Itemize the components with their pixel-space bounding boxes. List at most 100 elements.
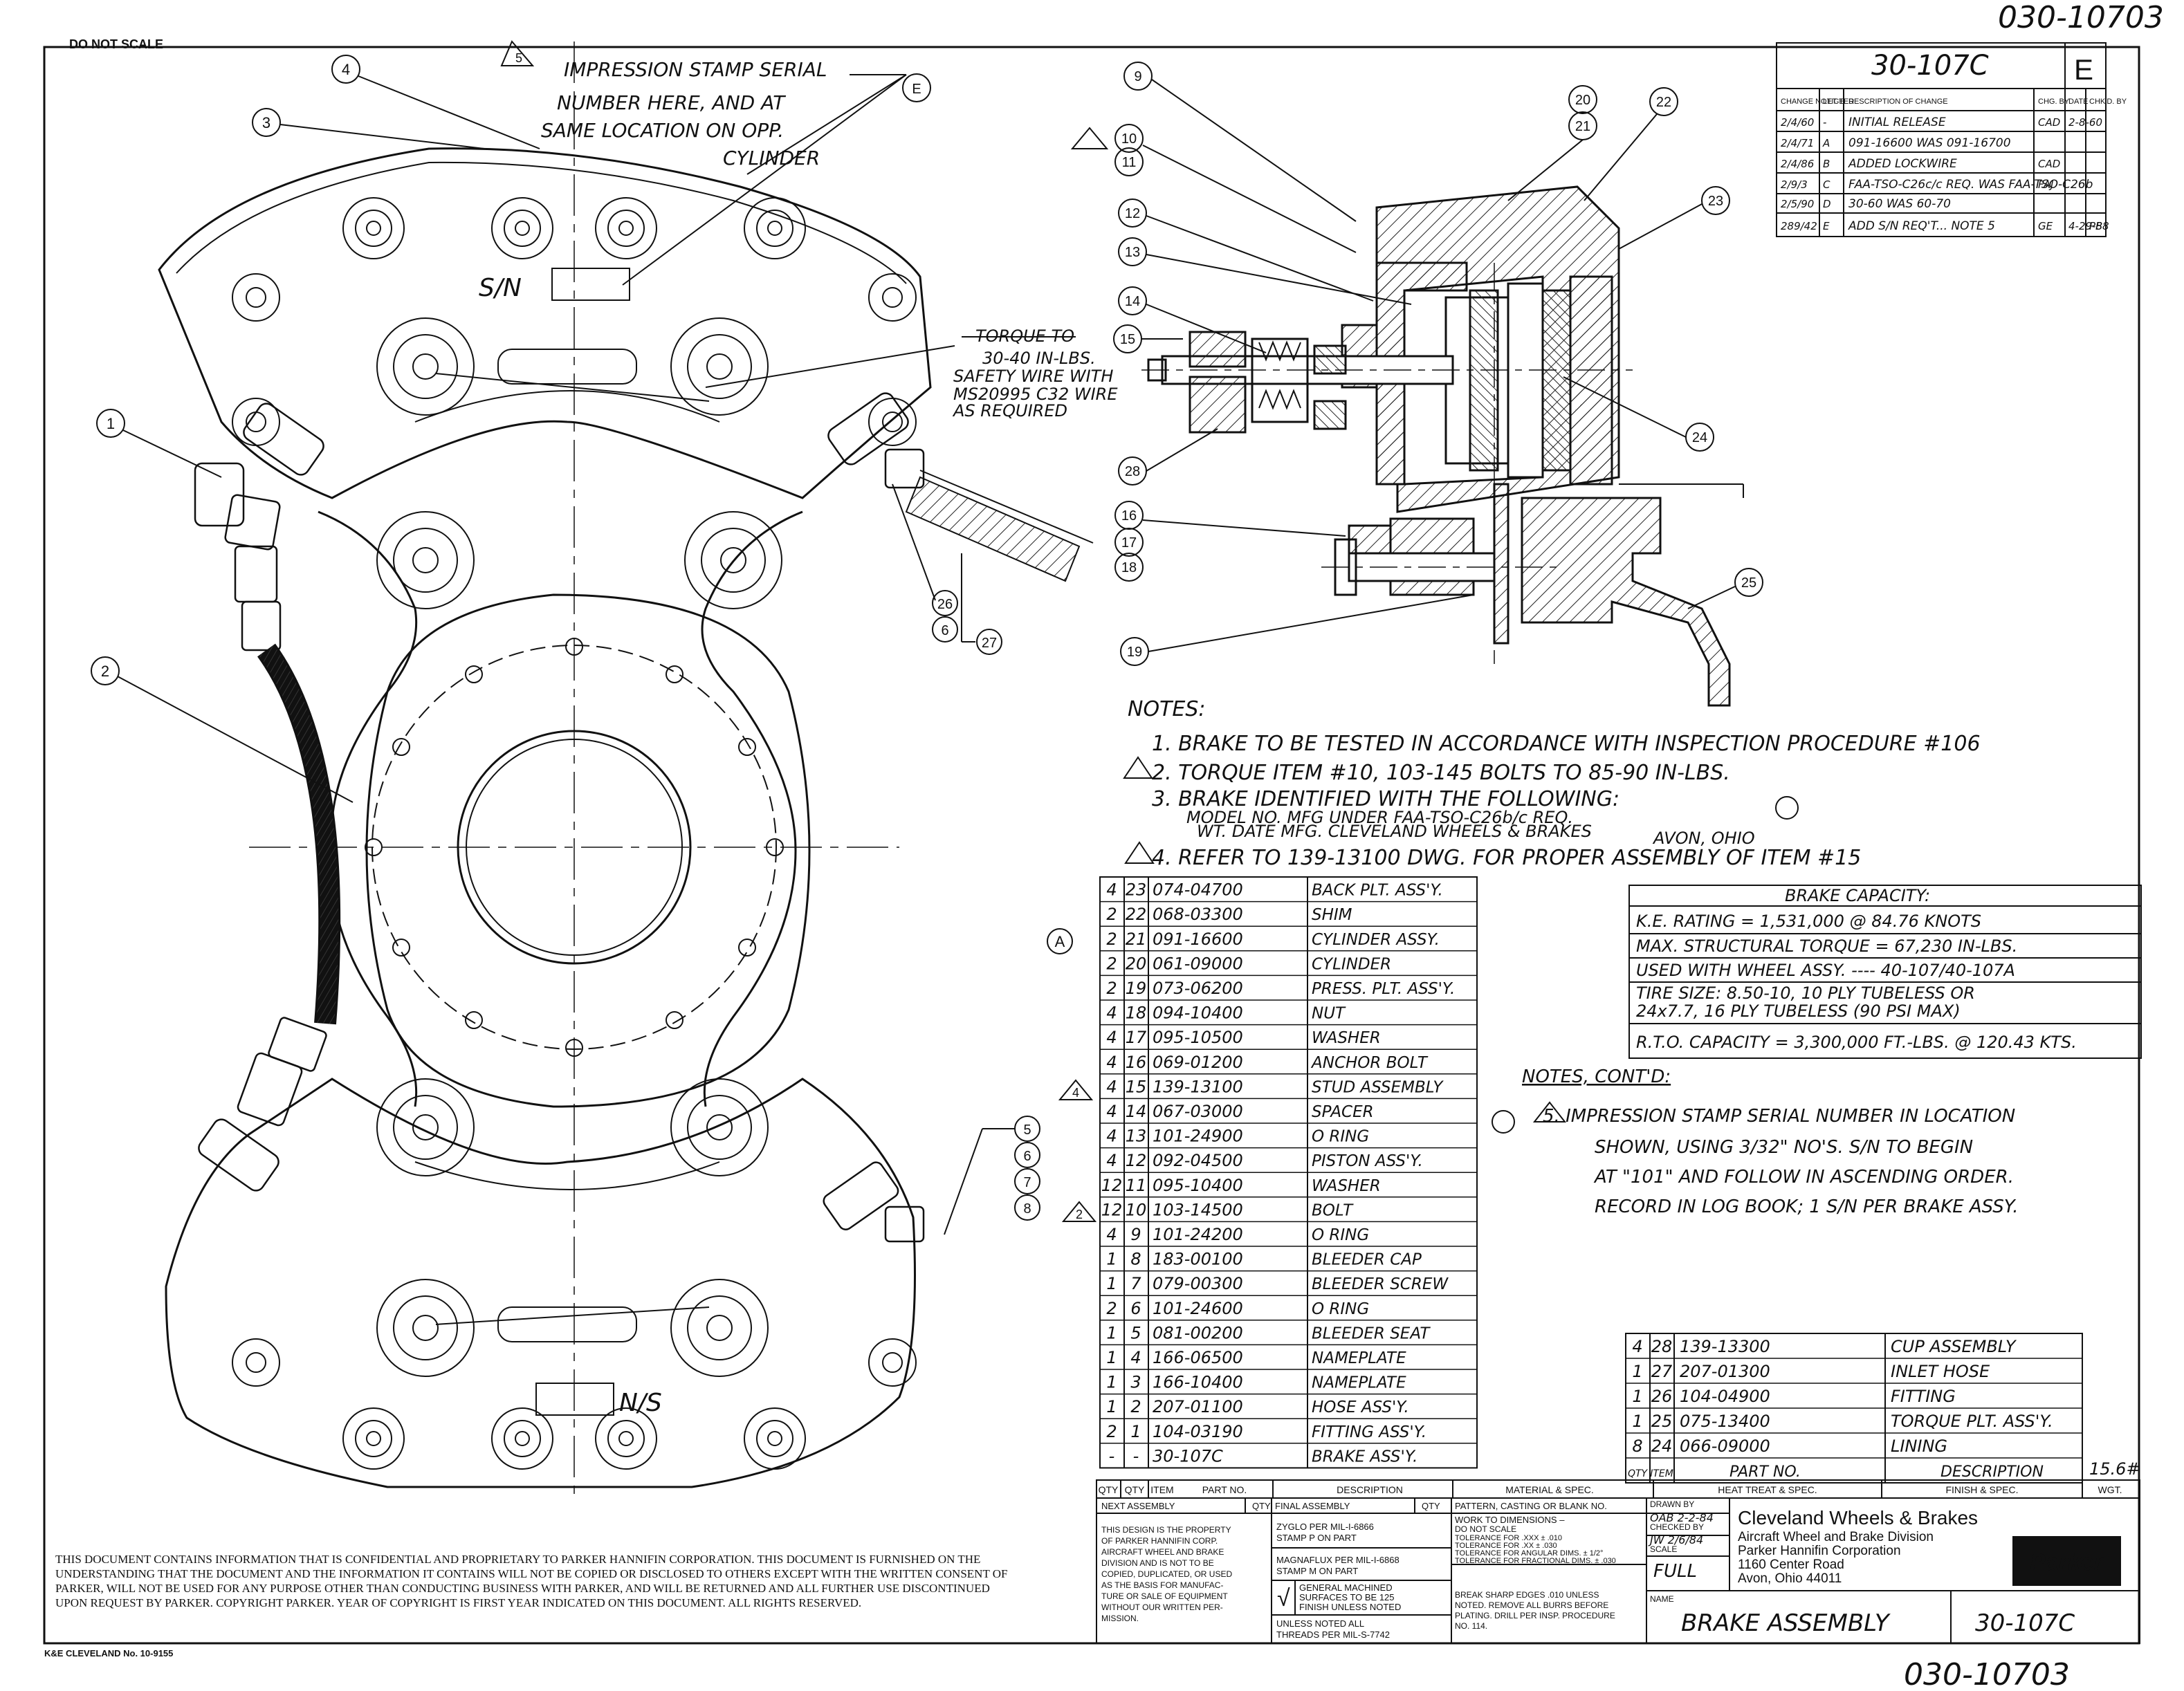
company-info: Cleveland Wheels & Brakes Aircraft Wheel… <box>1738 1507 2104 1586</box>
svg-text:11: 11 <box>1122 155 1137 170</box>
change-row-5-col-5: PB <box>2089 220 2102 232</box>
bom-row-21-col-3: HOSE ASS'Y. <box>1312 1398 1409 1416</box>
change-row-5-col-1: E <box>1823 220 1830 232</box>
svg-text:TOLERANCE FOR ANGULAR DIMS. ±: TOLERANCE FOR ANGULAR DIMS. ± 1/2° <box>1455 1549 1603 1558</box>
bom-row-2-col-0: 2 <box>1106 930 1117 949</box>
bom2-header-2: PART NO. <box>1729 1463 1801 1481</box>
note-5-triangle-icon <box>500 40 535 66</box>
svg-text:16: 16 <box>1121 508 1137 524</box>
do-not-scale-label: DO NOT SCALE <box>69 37 163 51</box>
svg-text:3: 3 <box>262 114 270 131</box>
change-row-4-col-1: D <box>1823 198 1831 210</box>
svg-text:NO. 114.: NO. 114. <box>1455 1621 1487 1631</box>
svg-text:1160 Center Road: 1160 Center Road <box>1738 1558 1844 1572</box>
svg-text:ITEM: ITEM <box>1150 1484 1173 1495</box>
svg-text:MAGNAFLUX PER MIL-I-6868: MAGNAFLUX PER MIL-I-6868 <box>1276 1555 1400 1565</box>
change-row-0-col-1: - <box>1823 116 1826 129</box>
weight-value: 15.6# <box>2089 1459 2140 1479</box>
bom2-row-0-col-2: 139-13300 <box>1680 1337 1770 1356</box>
bom-row-11-col-1: 12 <box>1126 1151 1147 1170</box>
svg-text:AIRCRAFT WHEEL AND BRAKE: AIRCRAFT WHEEL AND BRAKE <box>1101 1547 1224 1557</box>
bom-row-11-col-0: 4 <box>1106 1151 1117 1170</box>
note-3: 3. BRAKE IDENTIFIED WITH THE FOLLOWING: <box>1152 787 1619 811</box>
bom-row-8-col-3: STUD ASSEMBLY <box>1312 1078 1444 1096</box>
change-row-1-col-2: 091-16600 WAS 091-16700 <box>1848 136 2011 150</box>
change-row-1-col-1: A <box>1822 137 1830 149</box>
svg-text:DESCRIPTION: DESCRIPTION <box>1337 1484 1403 1495</box>
svg-text:8: 8 <box>1023 1201 1031 1217</box>
svg-text:27: 27 <box>982 636 997 651</box>
bom-row-15-col-2: 183-00100 <box>1153 1250 1243 1269</box>
change-header-4: DATE <box>2068 98 2089 106</box>
note-3-line-3: WT. DATE MFG. CLEVELAND WHEELS & BRAKES <box>1197 822 1592 841</box>
title-block <box>1096 1497 2140 1644</box>
svg-text:BRAKE CAPACITY:: BRAKE CAPACITY: <box>1785 886 1930 905</box>
bom-row-14-col-3: O RING <box>1312 1226 1369 1244</box>
bom-row-9-col-0: 4 <box>1106 1102 1117 1121</box>
bom-row-4-col-1: 19 <box>1126 979 1147 998</box>
svg-text:STAMP P ON PART: STAMP P ON PART <box>1276 1533 1357 1543</box>
bom-row-markers <box>1047 928 1097 1222</box>
bom-row-5-col-0: 4 <box>1106 1004 1117 1023</box>
bom-row-19-col-0: 1 <box>1106 1348 1117 1367</box>
change-row-2-col-1: B <box>1823 158 1830 170</box>
svg-text:MATERIAL & SPEC.: MATERIAL & SPEC. <box>1505 1484 1594 1495</box>
bom-row-1-col-2: 068-03300 <box>1153 905 1243 924</box>
svg-text:OAB 2-2-84: OAB 2-2-84 <box>1650 1511 1714 1524</box>
bom-row-6-col-0: 4 <box>1106 1028 1117 1047</box>
change-row-0-col-2: INITIAL RELEASE <box>1848 115 1946 129</box>
bom-row-13-col-3: BOLT <box>1312 1201 1354 1219</box>
svg-text:MISSION.: MISSION. <box>1101 1614 1139 1623</box>
bom-row-23-col-3: BRAKE ASS'Y. <box>1312 1448 1417 1466</box>
drawing-border <box>43 46 2140 1645</box>
svg-text:2: 2 <box>101 663 109 680</box>
svg-text:R.T.O. CAPACITY = 3,300,000 FT: R.T.O. CAPACITY = 3,300,000 FT.-LBS. @ 1… <box>1636 1033 2077 1052</box>
bom-row-6-col-1: 17 <box>1126 1028 1147 1047</box>
bom2-row-0-col-0: 4 <box>1632 1337 1642 1356</box>
bom-footer-labels: QTY QTY ITEM PART NO. DESCRIPTION MATERI… <box>1099 1484 2122 1495</box>
bom2-header-1: ITEM <box>1650 1468 1673 1479</box>
svg-text:QTY: QTY <box>1252 1501 1271 1511</box>
bom2-row-2-col-2: 104-04900 <box>1680 1387 1770 1406</box>
bom-row-0-col-2: 074-04700 <box>1153 880 1243 900</box>
torque-callout-line-3: SAFETY WIRE WITH <box>953 367 1113 386</box>
svg-text:FINISH UNLESS NOTED: FINISH UNLESS NOTED <box>1299 1602 1401 1612</box>
svg-text:NAME: NAME <box>1650 1594 1674 1604</box>
bom-row-6-col-2: 095-10500 <box>1153 1028 1243 1047</box>
change-row-5-col-4: 4-29-88 <box>2068 220 2109 232</box>
change-header-0: CHANGE NOTICE <box>1781 98 1844 106</box>
sn-label: S/N <box>479 274 522 302</box>
svg-text:5: 5 <box>1023 1122 1031 1138</box>
change-row-3-col-0: 2/9/3 <box>1781 178 1808 191</box>
bom-row-22-col-0: 2 <box>1106 1422 1117 1441</box>
bom2-row-3-col-3: TORQUE PLT. ASS'Y. <box>1891 1412 2053 1431</box>
torque-callout-line-2: 30-40 IN-LBS. <box>982 349 1096 368</box>
bom-row-13-col-1: 10 <box>1126 1200 1147 1219</box>
bom-row-4-col-3: PRESS. PLT. ASS'Y. <box>1312 980 1455 998</box>
bom2-row-3-col-1: 25 <box>1651 1412 1673 1431</box>
bom-row-16-col-0: 1 <box>1106 1274 1117 1293</box>
bom2-row-0-col-3: CUP ASSEMBLY <box>1891 1337 2017 1356</box>
bom-row-0-col-3: BACK PLT. ASS'Y. <box>1312 882 1443 900</box>
bom-row-23-col-1: - <box>1133 1446 1139 1466</box>
svg-text:6: 6 <box>941 623 948 638</box>
bom-row-8-col-1: 15 <box>1126 1077 1147 1096</box>
svg-text:Aircraft Wheel and Brake Divis: Aircraft Wheel and Brake Division <box>1738 1530 1934 1544</box>
svg-text:PART NO.: PART NO. <box>1202 1484 1247 1495</box>
bom-row-3-col-3: CYLINDER <box>1312 955 1391 973</box>
svg-text:WITHOUT OUR WRITTEN PER-: WITHOUT OUR WRITTEN PER- <box>1101 1602 1223 1612</box>
bom-row-11-col-2: 092-04500 <box>1153 1151 1243 1170</box>
svg-text:A: A <box>1055 933 1065 950</box>
bom-row-5-col-1: 18 <box>1126 1004 1147 1023</box>
svg-text:TOLERANCE FOR .XX ± .030: TOLERANCE FOR .XX ± .030 <box>1455 1542 1557 1550</box>
svg-text:24: 24 <box>1692 430 1707 445</box>
bom-row-7-col-0: 4 <box>1106 1053 1117 1072</box>
svg-text:UNDERSTANDING THAT THE DOCUMEN: UNDERSTANDING THAT THE DOCUMENT AND THE … <box>55 1567 1008 1580</box>
change-row-4-col-2: 30-60 WAS 60-70 <box>1848 197 1951 211</box>
bom-row-13-col-0: 12 <box>1101 1200 1123 1219</box>
svg-text:2: 2 <box>1076 1208 1083 1221</box>
change-header-3: CHG. BY <box>2038 98 2070 106</box>
svg-text:BREAK SHARP EDGES .010 UNLESS: BREAK SHARP EDGES .010 UNLESS <box>1455 1590 1599 1600</box>
